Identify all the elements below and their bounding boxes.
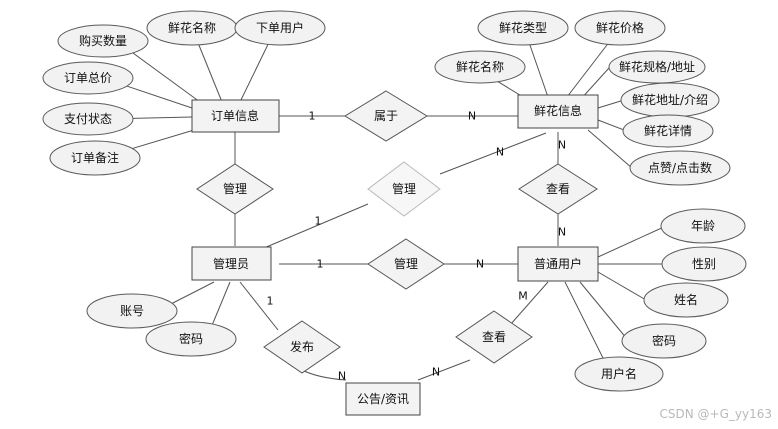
attr-user-age: 年龄: [660, 208, 746, 244]
entity-order: 订单信息: [191, 99, 280, 133]
svg-text:公告/资讯: 公告/资讯: [357, 392, 409, 406]
card-notice-publish: N: [338, 370, 346, 383]
entity-flower: 鲜花信息: [517, 94, 599, 129]
flower-attributes: 鲜花类型 鲜花价格 鲜花名称 鲜花规格/地址 鲜花地址/介绍 鲜花详情 点赞/点…: [434, 10, 731, 186]
rel-view-flower: 查看: [518, 163, 598, 215]
svg-text:年龄: 年龄: [691, 219, 715, 233]
entity-admin: 管理员: [191, 246, 272, 281]
attr-user-gender: 性别: [661, 246, 747, 282]
entity-user: 普通用户: [517, 246, 599, 282]
svg-text:订单信息: 订单信息: [211, 108, 259, 123]
card-user-view-notice: M: [518, 290, 528, 303]
order-attributes: 购买数量 鲜花名称 下单用户 订单总价 支付状态 订单备注: [42, 10, 326, 176]
attr-flower-detail: 鲜花详情: [622, 114, 714, 148]
user-attributes: 年龄 性别 姓名 密码 用户名: [574, 208, 747, 392]
card-flower-manage: N: [496, 146, 504, 159]
attr-order-note: 订单备注: [49, 140, 141, 176]
attr-order-total: 订单总价: [42, 61, 134, 95]
svg-text:鲜花名称: 鲜花名称: [168, 20, 216, 35]
card-flower-belongs: N: [468, 110, 476, 123]
attr-user-username: 用户名: [574, 356, 664, 392]
svg-text:鲜花价格: 鲜花价格: [596, 20, 644, 35]
svg-text:密码: 密码: [179, 331, 203, 346]
svg-text:管理: 管理: [223, 181, 247, 196]
svg-text:管理: 管理: [394, 256, 418, 271]
attr-order-user: 下单用户: [234, 10, 326, 46]
svg-text:支付状态: 支付状态: [64, 112, 112, 126]
card-admin-manage-user: 1: [317, 258, 324, 271]
card-notice-view: N: [432, 366, 440, 379]
attr-order-flower-name: 鲜花名称: [146, 10, 238, 46]
card-user-view-flower: N: [558, 226, 566, 239]
entity-notice: 公告/资讯: [345, 382, 421, 416]
svg-text:管理: 管理: [392, 181, 416, 196]
rel-publish: 发布: [263, 320, 341, 374]
svg-text:鲜花名称: 鲜花名称: [456, 59, 504, 74]
svg-text:性别: 性别: [692, 257, 716, 271]
attr-admin-password: 密码: [145, 321, 237, 357]
svg-text:属于: 属于: [374, 109, 398, 123]
attr-admin-account: 账号: [86, 293, 178, 329]
attr-flower-price: 鲜花价格: [574, 10, 666, 46]
attr-flower-name: 鲜花名称: [434, 50, 526, 84]
svg-text:鲜花类型: 鲜花类型: [499, 20, 547, 35]
svg-text:鲜花规格/地址: 鲜花规格/地址: [619, 59, 695, 74]
card-admin-manage-flower: 1: [315, 215, 322, 228]
rel-manage-user: 管理: [367, 238, 445, 290]
svg-text:密码: 密码: [652, 333, 676, 348]
entities: 订单信息 鲜花信息 管理员 普通用户 公告/资讯: [191, 94, 599, 416]
attr-order-quantity: 购买数量: [57, 24, 149, 58]
svg-text:姓名: 姓名: [674, 292, 698, 307]
rel-belongs: 属于: [344, 90, 428, 142]
rel-manage-order: 管理: [196, 163, 274, 215]
svg-text:查看: 查看: [546, 182, 570, 196]
rel-view-notice: 查看: [455, 310, 533, 364]
svg-text:鲜花地址/介绍: 鲜花地址/介绍: [632, 92, 708, 107]
attr-user-password: 密码: [621, 323, 707, 359]
svg-text:订单备注: 订单备注: [71, 150, 119, 165]
svg-text:发布: 发布: [290, 339, 314, 354]
svg-text:点赞/点击数: 点赞/点击数: [648, 160, 712, 175]
admin-attributes: 账号 密码: [86, 293, 237, 357]
svg-text:用户名: 用户名: [601, 366, 637, 381]
card-user-manage: N: [476, 258, 484, 271]
card-flower-view: N: [558, 139, 566, 152]
svg-text:鲜花详情: 鲜花详情: [644, 123, 692, 138]
attr-flower-likes: 点赞/点击数: [629, 150, 731, 186]
card-order-belongs: 1: [309, 110, 316, 123]
svg-text:管理员: 管理员: [213, 256, 249, 271]
attr-user-name: 姓名: [643, 282, 729, 318]
watermark: CSDN @+G_yy163: [660, 407, 773, 421]
svg-text:鲜花信息: 鲜花信息: [534, 103, 582, 118]
svg-text:购买数量: 购买数量: [79, 33, 127, 48]
attr-flower-type: 鲜花类型: [477, 10, 569, 46]
attr-flower-spec: 鲜花规格/地址: [608, 50, 706, 84]
svg-text:账号: 账号: [120, 304, 144, 318]
svg-text:查看: 查看: [482, 330, 506, 344]
card-admin-publish: 1: [267, 295, 274, 308]
svg-text:订单总价: 订单总价: [64, 71, 112, 85]
attr-flower-address: 鲜花地址/介绍: [620, 82, 720, 118]
svg-text:普通用户: 普通用户: [534, 256, 582, 271]
attr-order-payment: 支付状态: [42, 102, 134, 136]
rel-manage-flower: 管理: [367, 161, 441, 217]
cardinalities: 1 N N 1 N N 1 N M 1 N N: [267, 110, 567, 383]
relationships: 属于 管理 管理 查看 管理 发布 查看: [196, 90, 598, 374]
svg-text:下单用户: 下单用户: [256, 20, 304, 35]
